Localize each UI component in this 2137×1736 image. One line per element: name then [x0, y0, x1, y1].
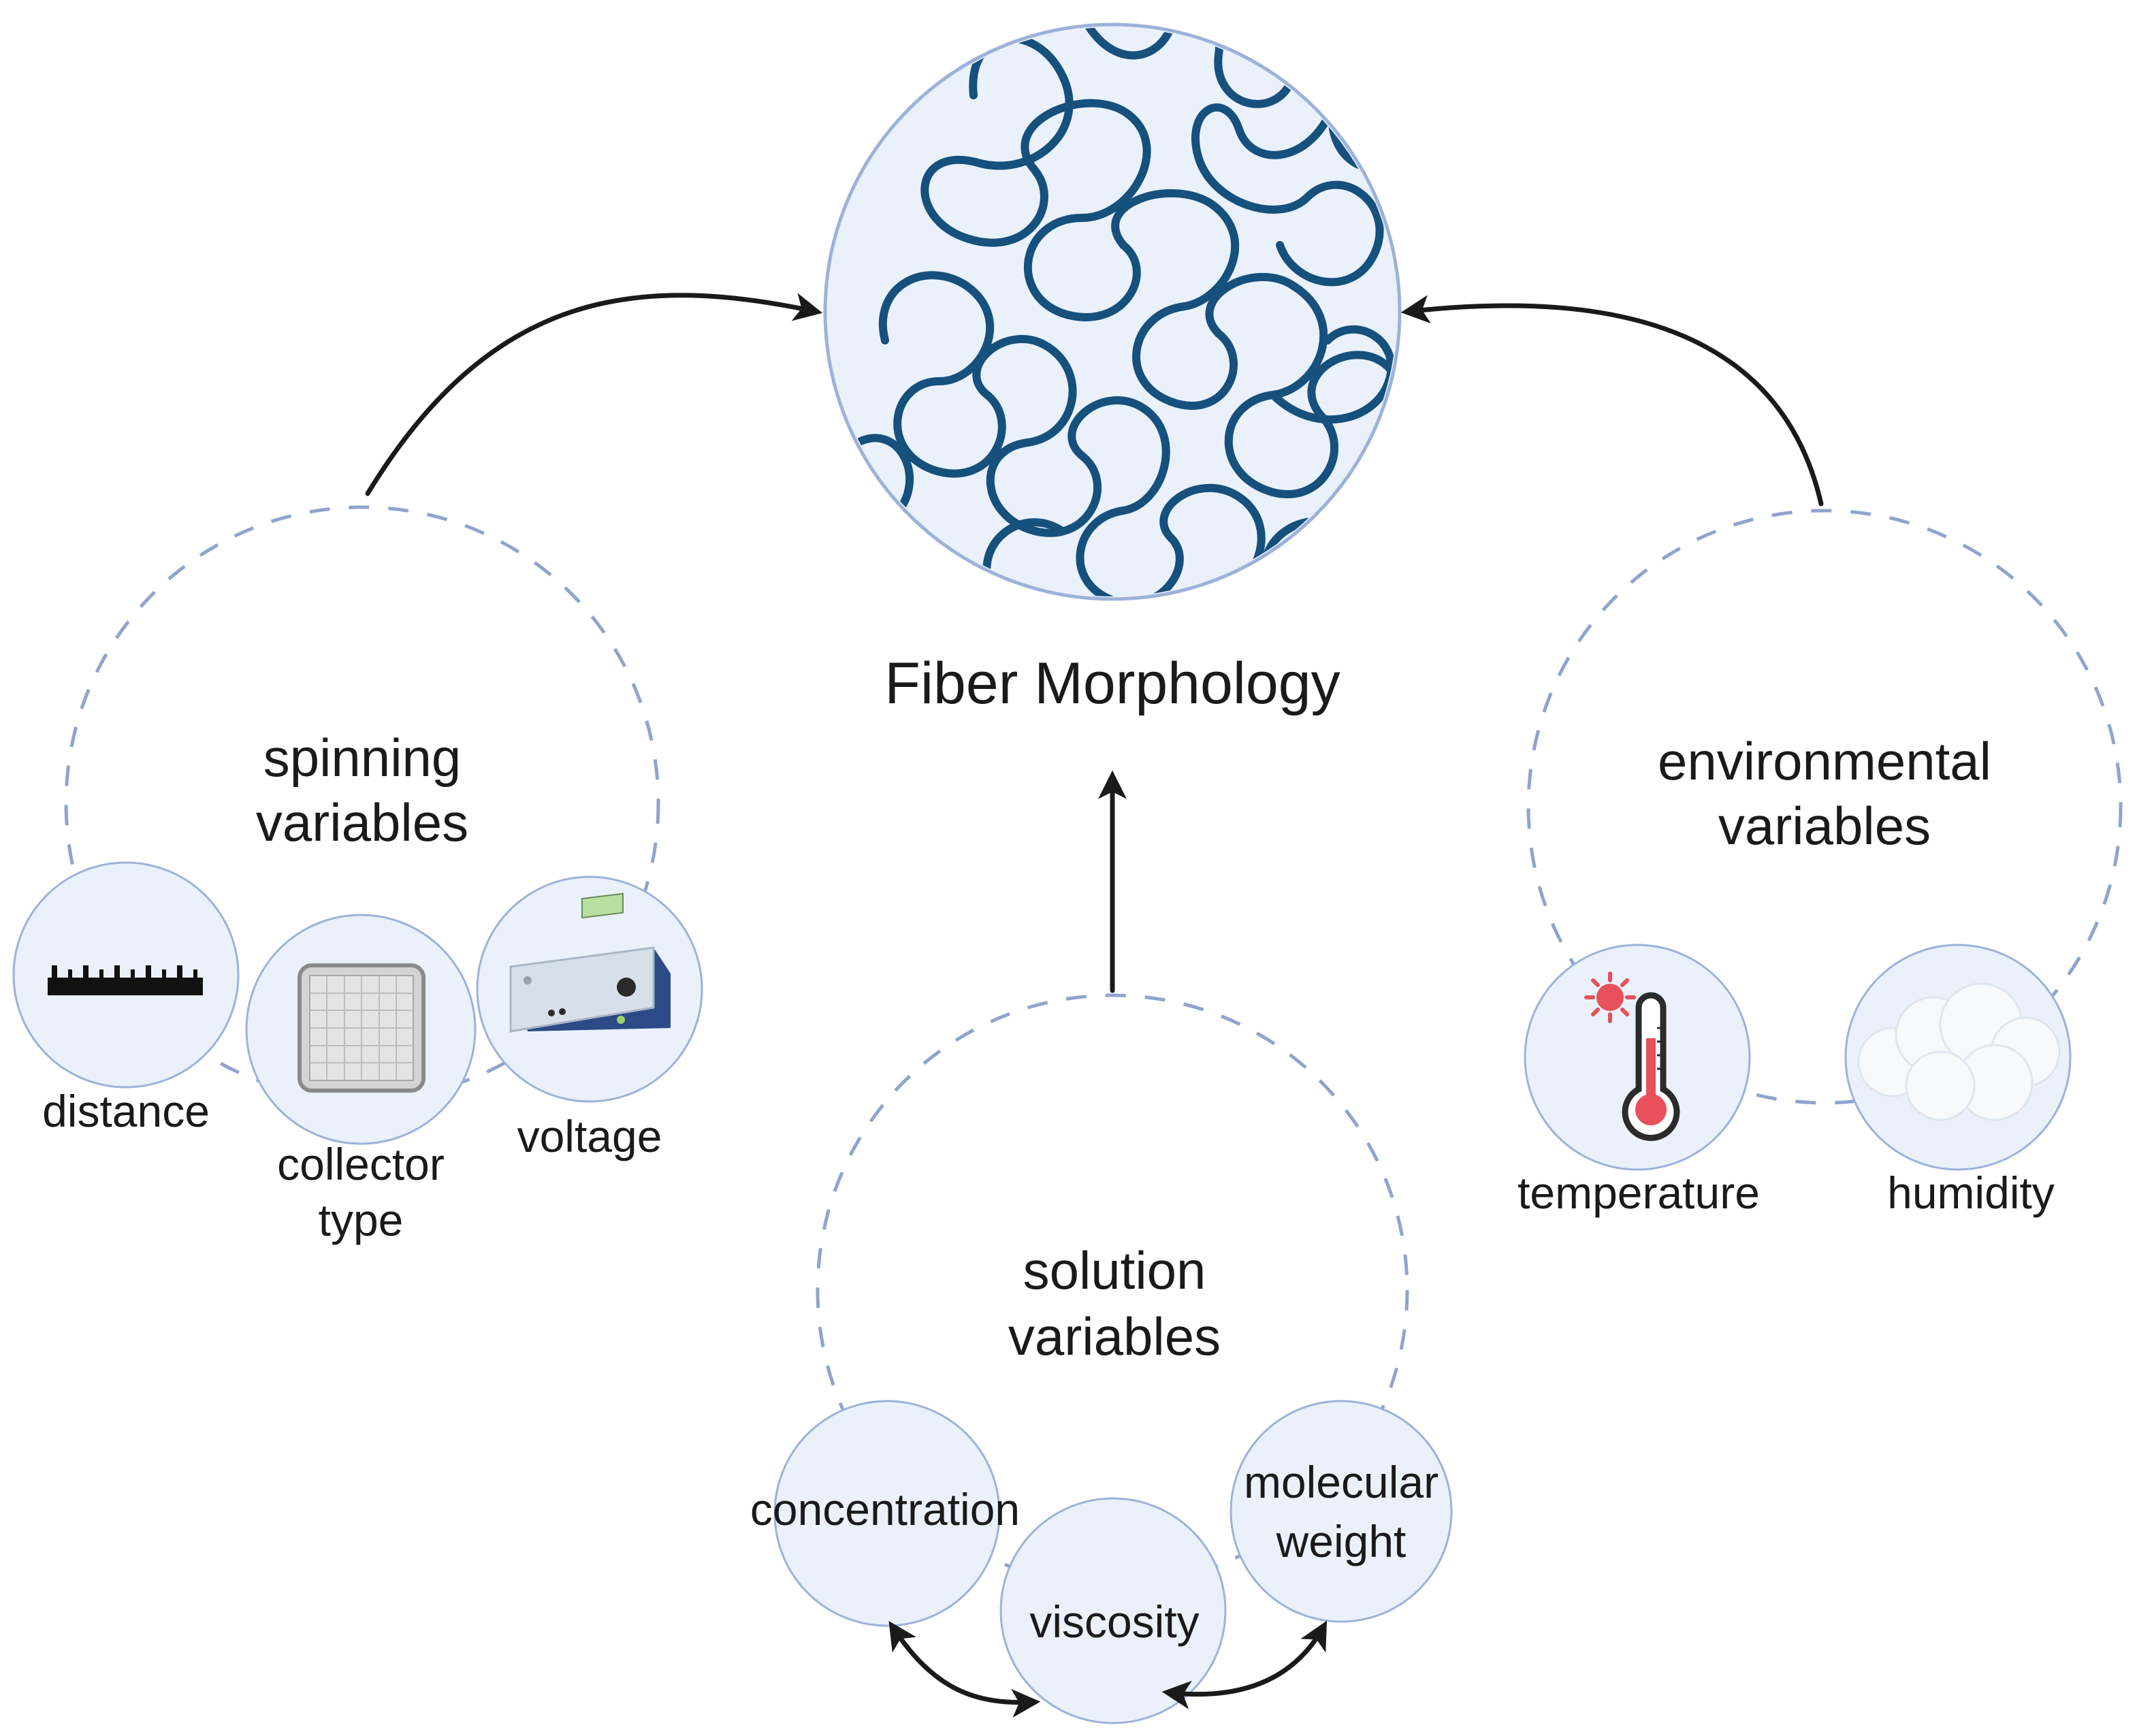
concentration-label: concentration	[750, 1484, 1020, 1534]
temperature-label: temperature	[1517, 1168, 1760, 1218]
collector-type-label-line2: type	[319, 1195, 404, 1245]
molecular-weight-label-line1: molecular	[1244, 1457, 1439, 1507]
collector-type-node	[245, 914, 477, 1145]
spinning-title-line1: spinning	[263, 728, 462, 788]
distance-label: distance	[42, 1086, 210, 1136]
molecular-weight-label-line2: weight	[1276, 1516, 1407, 1566]
fiber-morphology-title: Fiber Morphology	[884, 651, 1340, 716]
humidity-node	[1844, 944, 2072, 1171]
molecular-weight-bubble	[1230, 1400, 1453, 1623]
fiber-network-icon	[854, 27, 1397, 596]
spinning-title-line2: variables	[256, 792, 468, 852]
arrow-environmental-to-center	[1400, 295, 1824, 507]
environmental-variables-group: environmental variables	[1517, 509, 2123, 1218]
ruler-icon	[48, 965, 203, 995]
solution-variables-group: solution variables concentration viscosi…	[750, 993, 1453, 1724]
solution-dashed-ring	[816, 993, 1409, 1587]
collector-grid-icon	[298, 963, 425, 1093]
humidity-label: humidity	[1887, 1168, 2055, 1218]
arrow-spinning-to-center	[365, 293, 823, 496]
solution-title-line2: variables	[1008, 1306, 1221, 1366]
distance-bubble	[12, 861, 240, 1089]
spinning-dashed-ring	[64, 505, 660, 1102]
molecular-weight-node	[1230, 1400, 1453, 1623]
environmental-title-line1: environmental	[1658, 731, 1991, 791]
spinning-variables-group: spinning variables	[12, 505, 703, 1245]
environmental-dashed-ring	[1526, 509, 2123, 1105]
power-supply-icon	[509, 893, 671, 1033]
collector-type-label-line1: collector	[277, 1139, 445, 1189]
temperature-node	[1524, 944, 1751, 1171]
thermometer-icon	[1584, 971, 1680, 1141]
distance-node	[12, 861, 240, 1089]
voltage-node	[476, 875, 703, 1103]
environmental-title-line2: variables	[1718, 796, 1931, 856]
concentration-bubble	[773, 1400, 1001, 1627]
arrow-concentration-viscosity	[888, 1620, 1041, 1718]
voltage-label: voltage	[517, 1111, 662, 1161]
fiber-morphology-node	[823, 22, 1402, 601]
arrow-viscosity-molecular-weight	[1161, 1620, 1328, 1709]
solution-title-line1: solution	[1023, 1240, 1206, 1300]
cloud-icon	[1857, 982, 2061, 1121]
viscosity-label: viscosity	[1029, 1596, 1199, 1647]
concentration-node	[773, 1400, 1001, 1627]
